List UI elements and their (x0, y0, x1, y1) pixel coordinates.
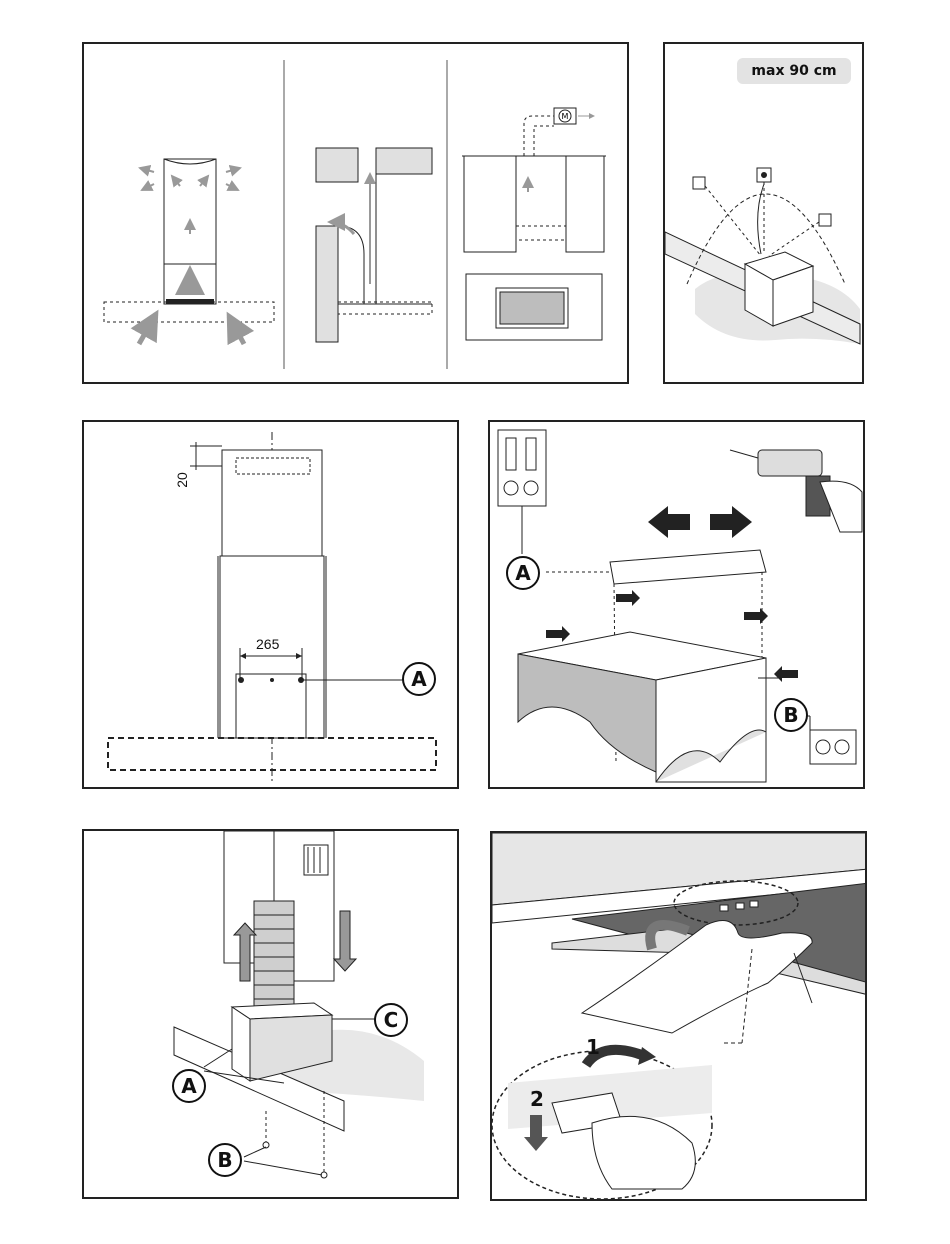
max-distance-illustration (665, 44, 864, 384)
external-motor-mode-drawing: M (462, 108, 606, 340)
wall-socket-icon (757, 168, 771, 182)
chimney-dimensions-illustration (84, 422, 459, 789)
duct-installation-panel: C A B (82, 829, 459, 1199)
callout-a: A (402, 662, 436, 696)
step-2-label: 2 (530, 1087, 544, 1111)
airflow-modes-illustration: M (84, 44, 629, 384)
bracket-mounting-panel: A B (488, 420, 865, 789)
chimney-dimensions-panel: 20 265 A (82, 420, 459, 789)
filter-removal-panel: 1 2 (490, 831, 867, 1201)
motor-icon: M (554, 108, 576, 124)
max-distance-panel: max 90 cm (663, 42, 864, 384)
callout-b: B (774, 698, 808, 732)
recirculation-mode-drawing (104, 159, 274, 344)
bracket-mounting-illustration (490, 422, 865, 789)
motor-box (745, 252, 813, 326)
svg-text:M: M (562, 112, 569, 121)
flexible-duct (254, 901, 294, 1011)
callout-a: A (172, 1069, 206, 1103)
filter-removal-illustration (492, 833, 867, 1201)
dimension-265-label: 265 (256, 636, 279, 652)
callout-a: A (506, 556, 540, 590)
callout-c: C (374, 1003, 408, 1037)
airflow-modes-panel: M (82, 42, 629, 384)
callout-b: B (208, 1143, 242, 1177)
ducted-wall-mode-drawing (316, 148, 432, 342)
step-1-label: 1 (586, 1035, 600, 1059)
dimension-20-label: 20 (174, 466, 190, 494)
drill-icon (730, 450, 862, 532)
